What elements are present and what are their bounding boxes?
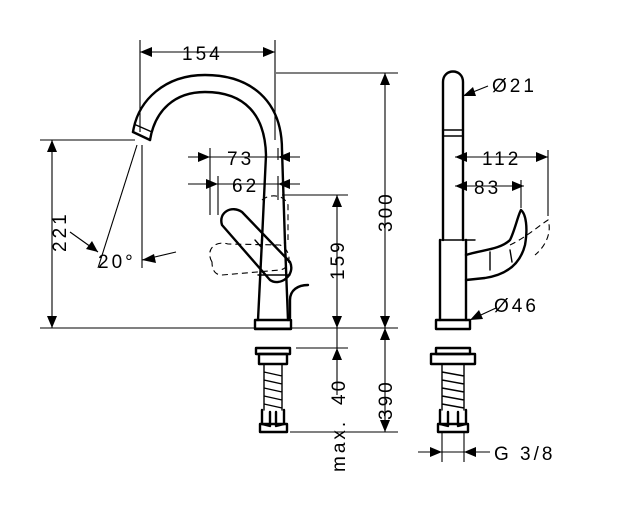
- spout-tip-line: [135, 124, 153, 133]
- hose-end: [258, 422, 289, 434]
- popup-rod: [288, 283, 310, 320]
- dim-300-label: 300: [376, 191, 397, 232]
- side-spout: [441, 70, 465, 242]
- dim-83-label: 83: [474, 178, 501, 199]
- base-ring: [253, 318, 293, 331]
- dim-d46-label: Ø46: [494, 296, 539, 317]
- side-view: Ø21 112 83 Ø46 G 3/8: [418, 70, 555, 465]
- front-view: 154 300 221 20° 73: [40, 40, 398, 472]
- dim-112-label: 112: [482, 149, 521, 170]
- dim-thread-label: G 3/8: [494, 444, 555, 465]
- shank-nut: [257, 352, 289, 366]
- side-lever-dashed: [509, 219, 550, 256]
- lever-handle: [220, 208, 293, 284]
- dim-73-label: 73: [227, 149, 254, 170]
- lever-handle-dashed: [209, 242, 290, 276]
- dim-40-label: 40: [329, 378, 350, 405]
- shank-thread: [263, 363, 283, 411]
- dim-221-label: 221: [50, 211, 71, 252]
- spout-outer-curve: [131, 73, 287, 245]
- dim-390-label: 390: [376, 379, 397, 420]
- lever-dashed-top: [261, 195, 289, 240]
- side-lever: [464, 208, 528, 282]
- lever-handle-inner: [254, 239, 263, 249]
- side-base-ring: [434, 318, 472, 331]
- side-body: [438, 238, 468, 322]
- dim-159-label: 159: [328, 239, 349, 280]
- dim-62-label: 62: [232, 176, 259, 197]
- dim-154-label: 154: [182, 44, 223, 65]
- spout-inner-curve: [148, 90, 268, 242]
- dim-angle-label: 20°: [98, 252, 136, 273]
- dim-40-prefix: max.: [329, 419, 350, 472]
- dim-d21-label: Ø21: [492, 76, 537, 97]
- spout-tip: [131, 130, 152, 142]
